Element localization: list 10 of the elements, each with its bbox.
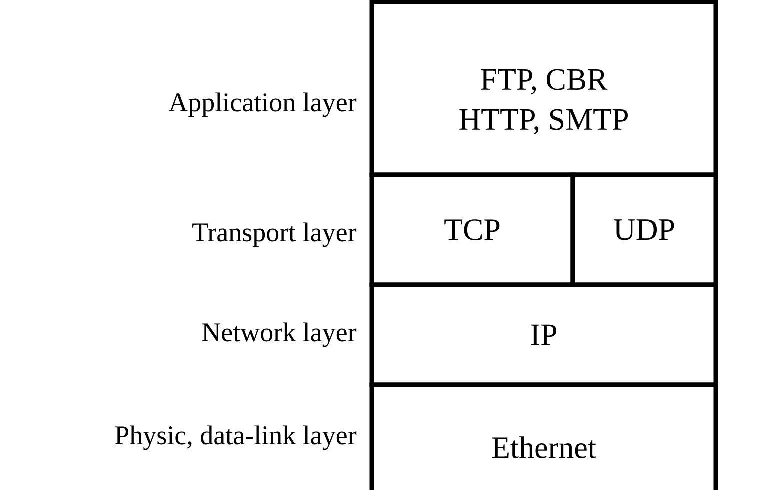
cell-text: Ethernet: [492, 436, 596, 458]
layer-cell: [370, 382, 718, 490]
cell-text: IP: [531, 324, 557, 346]
cell-text: UDP: [614, 220, 674, 240]
cell-text: TCP: [444, 220, 500, 240]
layer-name: Transport layer: [192, 222, 357, 248]
cell-text: FTP, CBR HTTP, SMTP: [460, 69, 628, 135]
layer-name: Network layer: [202, 322, 357, 348]
layer-name: Application layer: [168, 92, 357, 118]
layer-name: Physic, data-link layer: [115, 426, 357, 450]
